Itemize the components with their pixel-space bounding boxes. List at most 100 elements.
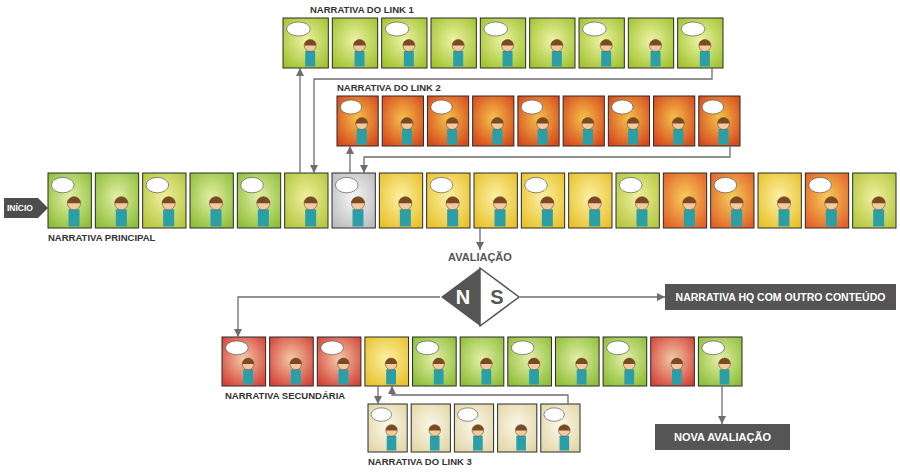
- character-hair: [541, 197, 554, 204]
- character-head: [399, 197, 412, 210]
- strip-heading: NARRATIVA SECUNDÁRIA: [225, 390, 345, 401]
- character-head: [635, 197, 648, 210]
- character-body: [357, 129, 367, 145]
- character-hair: [403, 40, 415, 46]
- panel-frame: [427, 173, 470, 228]
- start-label: INÍCIO: [4, 198, 48, 218]
- character-body: [731, 209, 742, 226]
- character-hair: [433, 358, 445, 364]
- character-head: [576, 358, 588, 370]
- speech-bubble: [385, 22, 409, 36]
- character-hair: [600, 40, 612, 46]
- comic-panel: [337, 96, 378, 146]
- character-hair: [582, 118, 594, 124]
- comic-panel: [651, 337, 695, 386]
- character-body: [700, 51, 710, 67]
- comic-panel: [603, 337, 647, 386]
- flow-arrow: [392, 386, 568, 404]
- speech-bubble: [525, 177, 548, 192]
- comic-panel: [805, 173, 848, 228]
- character-body: [673, 129, 683, 145]
- panel-frame: [285, 173, 328, 228]
- character-hair: [290, 358, 302, 364]
- box-label: NARRATIVA HQ COM OUTRO CONTEÚDO: [676, 291, 886, 303]
- comic-panel: [368, 404, 407, 452]
- character-head: [386, 425, 398, 437]
- character-head: [600, 40, 612, 52]
- panel-frame: [541, 404, 580, 452]
- speech-bubble: [335, 177, 358, 192]
- character-head: [541, 197, 554, 210]
- speech-bubble: [416, 341, 439, 355]
- panel-frame: [368, 404, 407, 452]
- process-box: NOVA AVALIAÇÃO: [655, 424, 790, 450]
- character-body: [552, 51, 562, 67]
- comic-panel: [95, 173, 138, 228]
- panel-frame: [654, 96, 695, 146]
- character-body: [402, 129, 412, 145]
- panel-frame: [283, 18, 328, 68]
- decision-yes: S: [482, 285, 512, 309]
- character-body: [779, 209, 790, 226]
- character-hair: [718, 118, 730, 124]
- panel-frame: [143, 173, 186, 228]
- comic-panel: [473, 96, 514, 146]
- flow-arrow: [520, 296, 665, 297]
- character-body: [492, 129, 502, 145]
- character-hair: [351, 197, 364, 204]
- comic-panel: [382, 96, 423, 146]
- panel-frame: [460, 337, 504, 386]
- character-hair: [480, 358, 492, 364]
- character-body: [258, 209, 269, 226]
- character-head: [480, 358, 492, 370]
- speech-bubble: [809, 177, 832, 192]
- panel-frame: [678, 18, 723, 68]
- flow-arrow: [364, 146, 730, 173]
- flow-arrow: [299, 68, 300, 173]
- comic-panel: [382, 18, 427, 68]
- speech-bubble: [51, 177, 74, 192]
- speech-bubble: [619, 177, 642, 192]
- character-body: [589, 209, 600, 226]
- panel-frame: [651, 337, 695, 386]
- panel-frame: [518, 96, 559, 146]
- comic-panel: [498, 404, 537, 452]
- character-hair: [354, 40, 366, 46]
- panel-frame: [530, 18, 575, 68]
- character-head: [671, 358, 683, 370]
- diamond-no-half: [441, 268, 480, 326]
- flow-arrow: [721, 386, 722, 424]
- comic-panel: [317, 337, 361, 386]
- character-head: [242, 358, 254, 370]
- character-hair: [386, 425, 398, 431]
- comic-panel: [427, 96, 468, 146]
- character-hair: [635, 197, 648, 204]
- panel-frame: [365, 337, 409, 386]
- character-head: [699, 40, 711, 52]
- panel-frame: [699, 96, 740, 146]
- comic-panel: [628, 18, 673, 68]
- panel-frame: [95, 173, 138, 228]
- character-head: [257, 197, 270, 210]
- character-head: [351, 197, 364, 210]
- panel-frame: [555, 337, 599, 386]
- decision-diamond: AVALIAÇÃONS: [440, 250, 520, 327]
- character-body: [684, 209, 695, 226]
- speech-bubble: [371, 408, 391, 421]
- panel-frame: [498, 404, 537, 452]
- speech-bubble: [430, 177, 453, 192]
- character-head: [825, 197, 838, 210]
- comic-panel: [698, 337, 742, 386]
- comic-panel: [332, 173, 375, 228]
- character-head: [718, 118, 730, 130]
- comic-panel: [411, 404, 450, 452]
- character-hair: [304, 40, 316, 46]
- panel-frame: [474, 173, 517, 228]
- character-head: [623, 358, 635, 370]
- character-body: [826, 209, 837, 226]
- character-head: [67, 197, 80, 210]
- character-body: [542, 209, 553, 226]
- character-head: [719, 358, 731, 370]
- panel-frame: [190, 173, 233, 228]
- character-head: [551, 40, 563, 52]
